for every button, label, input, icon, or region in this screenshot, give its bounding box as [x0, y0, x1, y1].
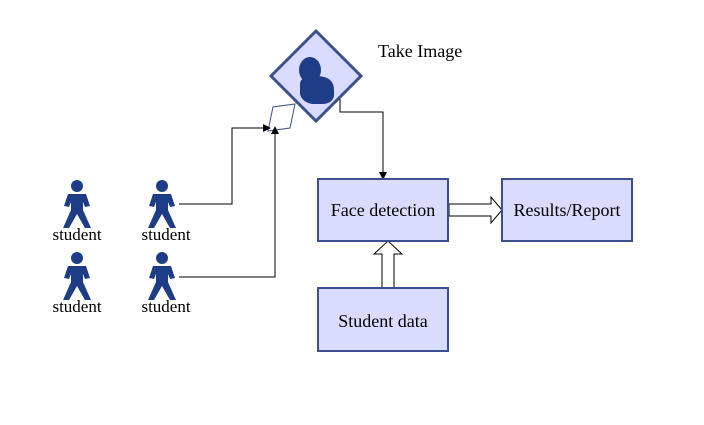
merge-junction	[267, 103, 296, 132]
student-top-left: student	[52, 180, 102, 244]
person-icon	[63, 252, 91, 300]
connector-students-bottom	[179, 126, 279, 278]
person-icon	[148, 180, 176, 228]
person-icon	[63, 180, 91, 228]
take-image-node	[268, 28, 364, 124]
student-top-right: student	[141, 180, 191, 244]
results-report-label: Results/Report	[514, 200, 621, 220]
student-data-box: Student data	[317, 287, 449, 352]
student-label: student	[52, 225, 101, 244]
student-label: student	[52, 297, 101, 316]
student-bottom-left: student	[52, 252, 102, 316]
student-bottom-right: student	[141, 252, 191, 316]
face-detection-label: Face detection	[331, 200, 435, 220]
student-label: student	[141, 225, 190, 244]
arrow-detection-to-results	[448, 195, 503, 225]
connector-take-image-to-detection	[339, 99, 387, 180]
connector-students-top	[179, 124, 271, 205]
person-icon	[148, 252, 176, 300]
student-data-label: Student data	[338, 311, 427, 331]
portrait-icon	[299, 57, 334, 104]
face-detection-box: Face detection	[317, 178, 449, 242]
take-image-label: Take Image	[378, 41, 462, 61]
results-report-box: Results/Report	[501, 178, 633, 242]
arrow-data-to-detection	[372, 240, 404, 289]
student-label: student	[141, 297, 190, 316]
